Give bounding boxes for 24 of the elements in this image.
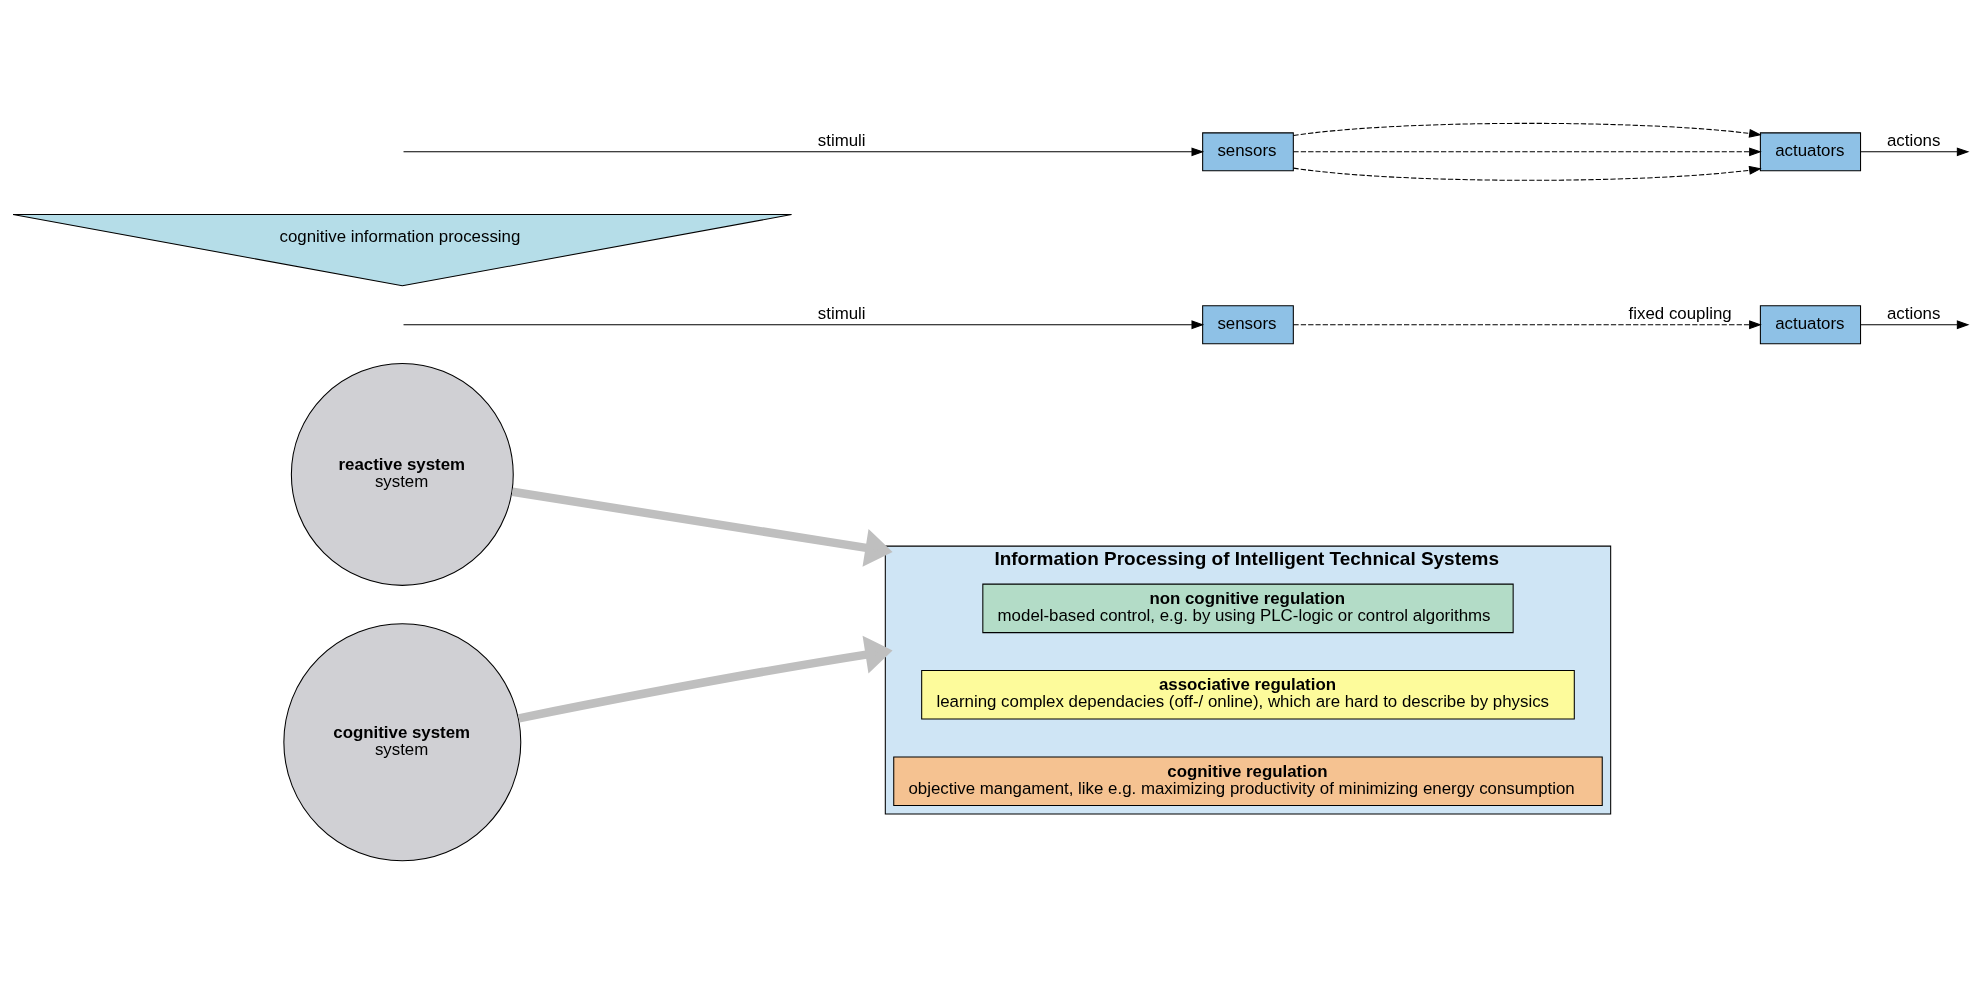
arrow bbox=[511, 487, 893, 567]
arrow bbox=[1292, 147, 1762, 157]
arrow bbox=[1292, 320, 1762, 330]
edge-label: stimuli bbox=[817, 131, 866, 151]
edge-label: fixed coupling bbox=[1628, 304, 1732, 324]
node-box: cognitive regulation objective mangament, like e.g. maximizing productivity of minimizing energy consumption bbox=[893, 756, 1603, 807]
node-circle: cognitive system system bbox=[283, 623, 522, 862]
arrow bbox=[403, 320, 1205, 330]
node-box: non cognitive regulation model-based control, e.g. by using PLC-logic or control algorithms bbox=[982, 583, 1514, 634]
edge-label: stimuli bbox=[817, 304, 866, 324]
arrow bbox=[1860, 320, 1970, 330]
node-box: sensors bbox=[1202, 132, 1294, 172]
arrow bbox=[1292, 122, 1762, 138]
node-box: actuators bbox=[1759, 305, 1862, 345]
node-box: sensors bbox=[1202, 305, 1294, 345]
arrow bbox=[1860, 147, 1970, 157]
arrow bbox=[518, 635, 893, 723]
node-box: associative regulation learning complex dependacies (off-/ online), which are hard to describe by physics bbox=[921, 670, 1575, 720]
node-box: actuators bbox=[1759, 132, 1862, 172]
node-circle: reactive system system bbox=[290, 363, 514, 586]
edge-label: actions bbox=[1886, 131, 1941, 151]
edge-label: actions bbox=[1886, 304, 1941, 324]
arrow bbox=[403, 147, 1205, 157]
arrow bbox=[1292, 165, 1762, 181]
